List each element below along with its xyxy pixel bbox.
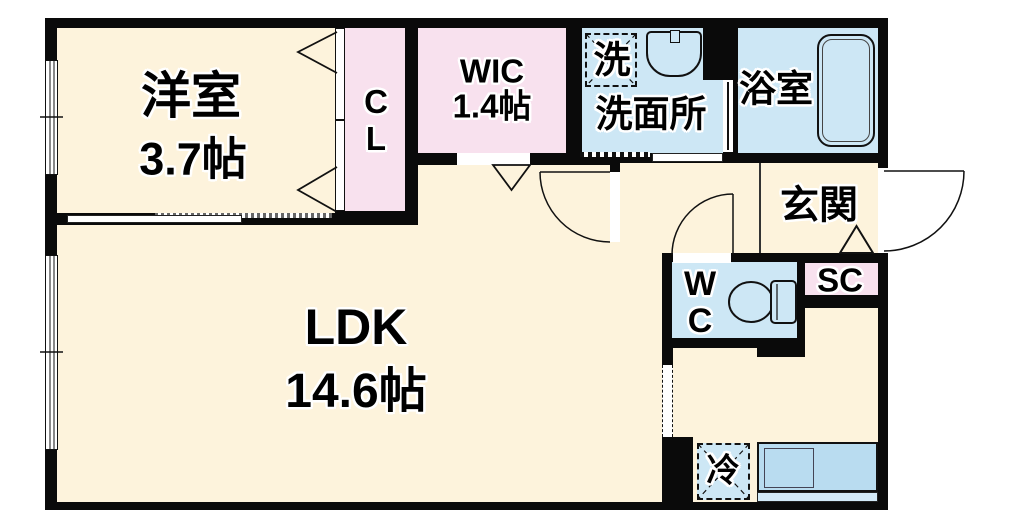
entrance-door-opening: [878, 168, 888, 253]
label-entrance: 玄関: [779, 184, 859, 228]
label-ldk-size: 14.6帖: [285, 364, 427, 418]
room-ldk-main: [57, 225, 662, 502]
bathroom-door: [723, 80, 733, 152]
wic-door-opening: [457, 153, 530, 165]
closet-door-divider: [335, 119, 345, 121]
kitchen-counter: [757, 442, 878, 492]
label-refrigerator: 冷: [706, 451, 740, 489]
room-hall: [620, 163, 760, 253]
entrance-hall-divider: [759, 163, 761, 253]
label-closet: CL: [364, 83, 388, 157]
label-western-room-size: 3.7帖: [139, 133, 247, 185]
room-closet: [345, 28, 405, 211]
window-mullion: [49, 256, 54, 449]
kitchen-sink: [764, 448, 814, 488]
label-wic-size: 1.4帖: [452, 87, 532, 124]
label-wic: WIC 1.4帖: [453, 54, 532, 123]
hall-ldk-door-opening: [610, 172, 620, 242]
label-wic-name: WIC: [459, 52, 525, 90]
washroom-sliding-door: [652, 153, 723, 162]
room-ldk-upper: [418, 165, 610, 225]
wc-door-opening: [673, 253, 731, 263]
label-bathroom: 浴室: [739, 68, 813, 110]
bathtub-inner-rim: [822, 39, 870, 142]
label-western-room: 洋室: [141, 67, 241, 124]
kitchen-counter-edge: [757, 492, 878, 502]
washroom-door-track: [580, 152, 650, 157]
room-western: [57, 28, 335, 213]
label-wc: WC: [684, 265, 717, 340]
label-washing-machine: 洗: [593, 39, 631, 81]
wall-wc-bottom-deep: [757, 338, 805, 357]
room-shoe-closet: [805, 263, 878, 295]
sliding-door-western-panel: [67, 215, 242, 223]
kitchen-opening: [662, 365, 673, 437]
label-shoe-closet: SC: [817, 261, 863, 299]
door-swing-entrance: [883, 170, 965, 252]
bathroom-door-divider: [727, 82, 729, 150]
label-washroom: 洗面所: [595, 93, 707, 135]
window-western-room: [45, 60, 58, 175]
washbasin-faucet: [670, 30, 680, 43]
sliding-door-track-hatch: [155, 213, 332, 218]
room-wic: [418, 28, 566, 153]
label-ldk: LDK: [304, 298, 408, 355]
bathtub: [817, 34, 875, 147]
wall-pillar-washroom: [703, 28, 723, 80]
wall-chunk-kitchen: [662, 437, 693, 502]
window-mullion: [49, 61, 54, 174]
window-ldk: [45, 255, 58, 450]
